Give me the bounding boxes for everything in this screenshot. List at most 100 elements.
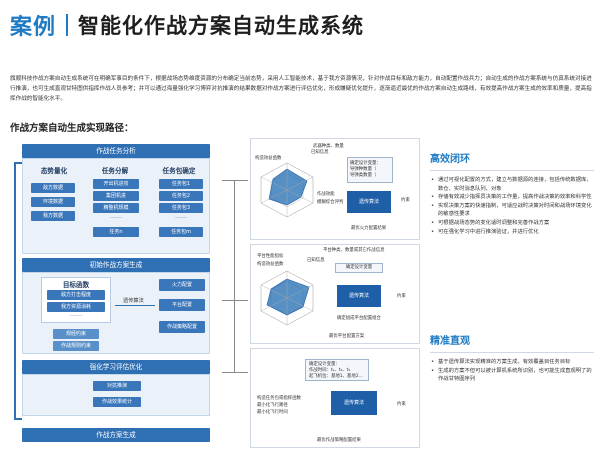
d2-title: 构造效益函数 — [257, 262, 284, 267]
algo-arrow — [115, 305, 155, 306]
d2-input-2: 已知信息 — [307, 258, 325, 263]
flow-diagram: 作战任务分析 态势量化 敌方数据 环境数据 我方数据 任务分解 开出机进攻 集团… — [10, 142, 222, 448]
chip-task-2: 集团机进 — [93, 191, 139, 201]
d1-algo-box: 遗传算法 — [347, 191, 391, 213]
heading-efficient-loop: 高效闭环 — [430, 154, 470, 165]
d3-input-2: 最小化飞行时间 — [257, 410, 288, 415]
chip-constraint-2: 作战规则约束 — [53, 341, 99, 351]
config-platform: 平台配置 — [159, 299, 205, 311]
d3-input-1: 最小化飞行路径 — [257, 403, 288, 408]
chip-task-dots: …… — [110, 213, 122, 220]
d1-design-2: 导弹类数量（ — [350, 173, 377, 178]
list-item: 可根据战场态势的变化适时调整和完善作战方案 — [430, 219, 594, 228]
col-title-packages: 任务包确定 — [162, 167, 196, 175]
divider — [430, 170, 594, 171]
d1-design-1: 导弹种数量（ — [350, 167, 377, 172]
heading-precise-intuitive: 精准直观 — [430, 336, 470, 347]
section-precise-intuitive: 精准直观 基于遗传算法实现精准的方案生成，有效覆盖目任务目标 生成的方案不但可以… — [430, 332, 594, 384]
loop-line — [14, 162, 16, 418]
d2-top: 平台种类、数量或其它作战信息 — [323, 248, 385, 253]
goal-function-title: 目标函数 — [62, 281, 90, 289]
d1-title: 构造效益函数 — [255, 156, 282, 161]
band-initial-plan: 初始作战方案生成 — [22, 258, 210, 272]
diagram-platform-config: 平台种类、数量或其它作战信息 平台性能指标 已知信息 构造效益函数 确定设计变量… — [250, 244, 420, 344]
chip-effect-stats: 作战效果统计 — [93, 397, 141, 407]
d3-design-vars: 确定设计变量： 作战时间：t₁、t₂、t₃ 起飞机位：基地1、基地2… — [305, 359, 369, 381]
chip-package-1: 任务包1 — [159, 179, 203, 189]
section-efficient-loop: 高效闭环 通过可视化配置的方式，建立与数据源的连接，包括传统数据库、数仓、实时消… — [430, 150, 594, 236]
list-item: 存储有效减少指挥员决策的工作量，提高作战决策的效率和科学性 — [430, 193, 594, 202]
loop-line-bottom — [14, 418, 22, 420]
page-header: 案例 智能化作战方案自动生成系统 — [10, 8, 364, 42]
d1-design-0: 确定设计变量： — [350, 161, 381, 166]
section-title: 作战方案自动生成实现路径： — [10, 123, 134, 134]
chip-task-1: 开出机进攻 — [93, 179, 139, 189]
chip-constraint-1: 规经约束 — [53, 329, 99, 339]
loop-line-top — [14, 162, 22, 164]
d1-legend-2: 模糊综合评判 — [317, 200, 344, 205]
header-keyword: 案例 — [10, 15, 57, 40]
d3-constraint: 约束 — [397, 402, 406, 407]
chip-own-data: 我方数据 — [31, 211, 75, 221]
header-divider — [66, 14, 69, 36]
chip-package-2: 任务包2 — [159, 191, 203, 201]
list-item: 生成的方案不但可以被计算机系统所识别，也可能生成直观明了的作战甘特图序列 — [430, 367, 594, 384]
chip-env-data: 环境数据 — [31, 197, 75, 207]
goal-function-box — [41, 277, 111, 323]
d3-design-0: 确定设计变量： — [309, 362, 340, 367]
d3-output: 最优作战策略配置结果 — [317, 438, 361, 443]
connector-2 — [222, 300, 248, 301]
d2-algo-box: 遗传算法 — [337, 285, 381, 307]
chip-goal-1: 敌方打击程度 — [47, 290, 105, 300]
d2-radar-chart — [260, 270, 314, 326]
d3-design-1: 作战时间：t₁、t₂、t₃ — [309, 368, 351, 373]
band-task-analysis: 作战任务分析 — [22, 144, 210, 158]
d2-design-box: 确定设计变量 — [335, 263, 383, 273]
d1-input-2: 已知信息 — [311, 150, 329, 155]
list-item: 可在强化学习中进行推演验证，并进行优化 — [430, 228, 594, 237]
diagram-strategy-config: 确定设计变量： 作战时间：t₁、t₂、t₃ 起飞机位：基地1、基地2… 构造任务… — [250, 348, 420, 448]
band-rl-optimize: 强化学习评估优化 — [22, 360, 210, 374]
list-item: 实现决策方案的快速指制，可适应战时决策对时间和战场环境变化的敏感性要求 — [430, 202, 594, 219]
config-strategy: 作战策略配置 — [159, 321, 205, 333]
d2-input-1: 平台性能指标 — [257, 254, 284, 259]
chip-enemy-data: 敌方数据 — [31, 183, 75, 193]
d2-extra: 确定组成平台配置组合 — [337, 316, 381, 321]
d2-output: 最优平台配置方案 — [329, 334, 365, 339]
d1-radar-chart — [260, 162, 314, 218]
chip-package-m: 任务包m — [159, 227, 203, 237]
d3-algo-box: 遗传算法 — [331, 391, 377, 415]
divider — [430, 352, 594, 353]
list-item: 基于遗传算法实现精准的方案生成，有效覆盖目任务目标 — [430, 358, 594, 367]
config-fire: 火力配置 — [159, 279, 205, 291]
d1-output: 最优火力配置结果 — [351, 226, 387, 231]
d1-legend-1: 作战效能 — [317, 192, 335, 197]
d1-constraint: 约束 — [401, 198, 410, 203]
chip-package-dots: …… — [175, 213, 187, 220]
d3-design-2: 起飞机位：基地1、基地2… — [309, 374, 363, 379]
rl-optimize-panel: 对抗推演 作战效果统计 — [22, 374, 210, 416]
task-analysis-panel: 态势量化 敌方数据 环境数据 我方数据 任务分解 开出机进攻 集团机进 精整机规… — [22, 158, 210, 254]
chip-goal-2: 我方资源消耗 — [47, 302, 105, 312]
connector-1 — [222, 180, 248, 181]
d1-input-1: 武器种类、数量 — [313, 144, 344, 149]
col-title-situation: 态势量化 — [40, 167, 68, 175]
page-title: 智能化作战方案自动生成系统 — [78, 14, 365, 38]
connector-vertical — [234, 180, 235, 372]
col-title-decompose: 任务分解 — [101, 167, 129, 175]
chip-package-3: 任务包3 — [159, 203, 203, 213]
band-plan-output: 作战方案生成 — [22, 428, 210, 442]
d1-design-vars: 确定设计变量： 导弹种数量（ 导弹类数量（ — [347, 157, 393, 183]
chip-goal-dots: …… — [70, 311, 82, 318]
intro-paragraph: 旗顺科技作战方案自动生成系统可在明确军事目的条件下，根据战场态势维度资源的分布确… — [10, 76, 592, 102]
diagram-fire-config: 武器种类、数量 已知信息 构造效益函数 确定设计变量： 导弹种数量（ 导弹类数量… — [250, 138, 420, 240]
d2-constraint: 约束 — [397, 294, 406, 299]
d3-input-0: 构造任务包或指挥函数 — [257, 396, 301, 401]
connector-3 — [222, 372, 248, 373]
chip-adversarial: 对抗推演 — [93, 381, 141, 391]
chip-task-n: 任务n — [93, 227, 139, 237]
list-item: 通过可视化配置的方式，建立与数据源的连接，包括传统数据库、数仓、实时消息队列、对… — [430, 176, 594, 193]
algo-label: 遗传算法 — [123, 298, 144, 304]
initial-plan-panel: 目标函数 敌方打击程度 我方资源消耗 …… 规经约束 作战规则约束 遗传算法 火… — [22, 272, 210, 354]
chip-task-3: 精整机规模 — [93, 203, 139, 213]
